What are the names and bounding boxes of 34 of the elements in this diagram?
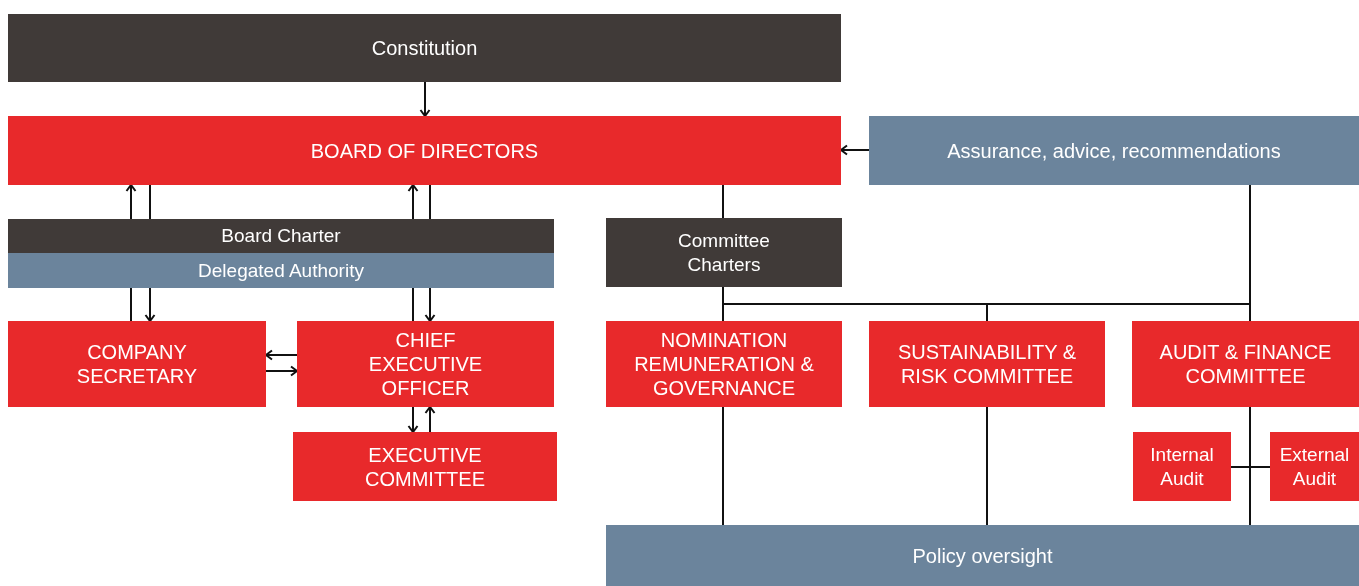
arrow <box>407 406 419 433</box>
header-bar: Constitution <box>8 14 841 82</box>
process-box: Internal Audit <box>1133 432 1231 501</box>
process-box: Committee Charters <box>606 218 842 287</box>
connector-line <box>722 184 724 219</box>
connector-line <box>412 287 414 322</box>
process-box: AUDIT & FINANCE COMMITTEE <box>1132 321 1359 407</box>
arrow <box>840 144 870 156</box>
connector-line <box>429 184 431 220</box>
connector-line <box>1249 184 1251 322</box>
arrow <box>424 287 436 322</box>
connector-line <box>130 287 132 322</box>
connector-line <box>722 406 724 526</box>
arrow <box>407 184 419 220</box>
band: Delegated Authority <box>8 253 554 288</box>
process-box: EXECUTIVE COMMITTEE <box>293 432 557 501</box>
process-box: BOARD OF DIRECTORS <box>8 116 841 185</box>
arrow <box>144 287 156 322</box>
band: Board Charter <box>8 219 554 253</box>
arrow <box>265 365 298 377</box>
footer-bar: Policy oversight <box>606 525 1359 586</box>
arrow <box>419 81 431 117</box>
process-box: NOMINATION REMUNERATION & GOVERNANCE <box>606 321 842 407</box>
arrow <box>265 349 298 361</box>
connector-line <box>1249 406 1251 526</box>
arrow <box>424 406 436 433</box>
process-box: Assurance, advice, recommendations <box>869 116 1359 185</box>
connector-line <box>986 406 988 526</box>
process-box: SUSTAINABILITY & RISK COMMITTEE <box>869 321 1105 407</box>
process-box: CHIEF EXECUTIVE OFFICER <box>297 321 554 407</box>
arrow <box>125 184 137 220</box>
connector-line <box>149 184 151 220</box>
process-box: COMPANY SECRETARY <box>8 321 266 407</box>
process-box: External Audit <box>1270 432 1359 501</box>
